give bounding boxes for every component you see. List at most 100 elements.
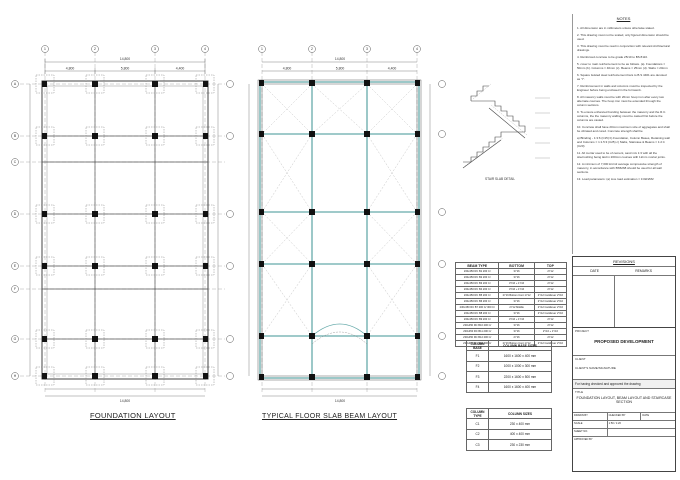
note-item: 12. A minimum of 7,000 kn/m2 average com…	[577, 162, 662, 174]
floor-grid-label-3: 3	[366, 47, 368, 51]
base-size-cell: 1600 x 1600 x 400 mm	[488, 381, 552, 393]
grid-label-a: A	[14, 82, 17, 86]
notes-title: NOTES	[616, 16, 631, 21]
beam-schedule-table: BEAM TYPE BOTTOM TOP 230x450 RC B1 200 C…	[454, 262, 568, 347]
note-item: 11. All mortar used to be of cement, san…	[577, 151, 666, 159]
note-item: 5. cover to main reinforcement to be as …	[577, 62, 668, 70]
floor-slab-beam-layout-drawing: 1 2 3 4 14,800 4,800 5,800 4,400 14,800	[248, 45, 446, 403]
grid-label-e: E	[14, 264, 17, 268]
drawn-by-label: DRAWN BY	[573, 413, 608, 420]
grid-label-4: 4	[204, 47, 206, 51]
span-dimension-2: 5,800	[121, 67, 130, 71]
span-dimension-1: 4,800	[66, 67, 75, 71]
client-label: CLIENT	[575, 357, 586, 361]
note-item: 2. This drawing must not be scaled, only…	[577, 33, 669, 41]
base-size-cell: 2200 x 1600 x 500 mm	[488, 371, 552, 383]
column-size-cell: 400 x 400 mm	[488, 428, 552, 440]
foundation-layout-drawing: 1 2 3 4 A B C D E F G H 14,800 4,800 5,8…	[11, 45, 234, 403]
revisions-body	[573, 276, 675, 328]
note-item: 10. Concrete shall have 20mm maximum siz…	[577, 125, 670, 133]
note-item: a) Blinding - 1:3:6 (C15) b) Foundation,…	[577, 136, 670, 148]
sheet-label: SHEET NO.	[573, 429, 608, 436]
scale-row: SCALE 1:50 / 1:20	[573, 421, 675, 429]
floor-grid-label-4: 4	[416, 47, 418, 51]
note-item: 6. Square twisted steel reinforcement ba…	[577, 73, 667, 81]
title-label: TITLE	[575, 390, 584, 394]
title-block: REVISIONS DATE REMARKS PROJECT PROPOSED …	[572, 256, 676, 472]
grid-label-h: H	[14, 374, 17, 378]
client-name: CLIENT'S NAME/SIGNATURE	[575, 366, 616, 370]
column-base-header: COLUMN BASE	[466, 340, 489, 351]
approved-by-label: APPROVED BY	[574, 438, 593, 441]
scale-value: 1:50 / 1:20	[608, 422, 621, 425]
note-item: 3. This drawing must be read in conjunct…	[577, 44, 670, 52]
span-dimension-3: 4,400	[176, 67, 185, 71]
drawing-title: FOUNDATION LAYOUT, BEAM LAYOUT AND STAIR…	[576, 396, 672, 404]
column-base-sizes-header: COLUMN BASE SIZES	[488, 340, 552, 351]
base-type-cell: F2	[466, 360, 489, 372]
column-type-cell: C1	[466, 418, 489, 430]
note-item: 9. To ensure enhanced bonding between th…	[577, 110, 667, 122]
base-type-cell: F3	[466, 371, 489, 383]
column-type-cell: C2	[466, 428, 489, 440]
stair-section-caption: STAIR SLAB DETAIL	[485, 177, 515, 181]
grid-label-d: D	[14, 212, 17, 216]
approval-note: For having checked and approved the draw…	[573, 380, 675, 389]
project-name: PROPOSED DEVELOPMENT	[594, 339, 654, 344]
floor-slab-beam-layout-title: TYPICAL FLOOR SLAB BEAM LAYOUT	[262, 413, 398, 420]
stair-section-drawing	[462, 83, 550, 169]
grid-label-1: 1	[44, 47, 46, 51]
note-item: 4. Reinforced concrete to be grade 25/10…	[577, 55, 648, 59]
floor-grid-label-2: 2	[311, 47, 313, 51]
floor-span-dimension-1: 4,800	[283, 67, 292, 71]
floor-overall-dimension: 14,800	[335, 57, 345, 61]
overall-dimension-bottom: 14,800	[120, 399, 130, 403]
base-size-cell: 1600 x 1600 x 400 mm	[488, 350, 552, 362]
client-section: CLIENT CLIENT'S NAME/SIGNATURE	[573, 356, 675, 380]
foundation-layout-title: FOUNDATION LAYOUT	[90, 411, 176, 420]
sheet-row: SHEET NO.	[573, 429, 675, 437]
note-item: 7. Reinforcement in walls and columns mu…	[577, 84, 663, 92]
floor-overall-dimension-bottom: 14,800	[335, 399, 345, 403]
revisions-header: DATE REMARKS	[573, 266, 675, 276]
drawing-title-section: TITLE FOUNDATION LAYOUT, BEAM LAYOUT AND…	[573, 389, 675, 413]
grid-label-3: 3	[154, 47, 156, 51]
base-size-cell: 1000 x 1000 x 300 mm	[488, 360, 552, 372]
column-type-header: COLUMN TYPE	[466, 408, 489, 419]
base-type-cell: F1	[466, 350, 489, 362]
approved-row: APPROVED BY	[573, 437, 675, 442]
project-section: PROJECT PROPOSED DEVELOPMENT	[573, 328, 675, 356]
project-label: PROJECT	[575, 329, 590, 333]
column-type-cell: C3	[466, 439, 489, 451]
revision-date-label: DATE	[590, 269, 599, 273]
floor-span-dimension-2: 5,800	[336, 67, 345, 71]
floor-grid-label-1: 1	[261, 47, 263, 51]
overall-dimension: 14,800	[120, 57, 130, 61]
revisions-title: REVISIONS	[613, 259, 635, 264]
column-sizes-header: COLUMN SIZES	[488, 408, 552, 419]
column-size-cell: 230 x 230 mm	[488, 439, 552, 451]
grid-label-g: G	[14, 337, 17, 341]
grid-label-b: B	[14, 134, 17, 138]
grid-label-c: C	[14, 160, 17, 164]
grid-label-2: 2	[94, 47, 96, 51]
grid-label-f: F	[14, 287, 16, 291]
date-label: DATE	[642, 414, 650, 417]
revision-remarks-label: REMARKS	[635, 269, 652, 273]
drawn-row: DRAWN BY CHECKED BY DATE	[573, 413, 675, 421]
note-item: 1. All dimension are in millimeters unle…	[577, 26, 655, 30]
column-size-cell: 230 x 400 mm	[488, 418, 552, 430]
base-type-cell: F4	[466, 381, 489, 393]
note-item: 13. Load parameters: (a) Live load estim…	[577, 177, 654, 181]
note-item: 8. All masonry walls must be with 20mm h…	[577, 95, 665, 107]
checked-by-label: CHECKED BY	[608, 413, 642, 420]
